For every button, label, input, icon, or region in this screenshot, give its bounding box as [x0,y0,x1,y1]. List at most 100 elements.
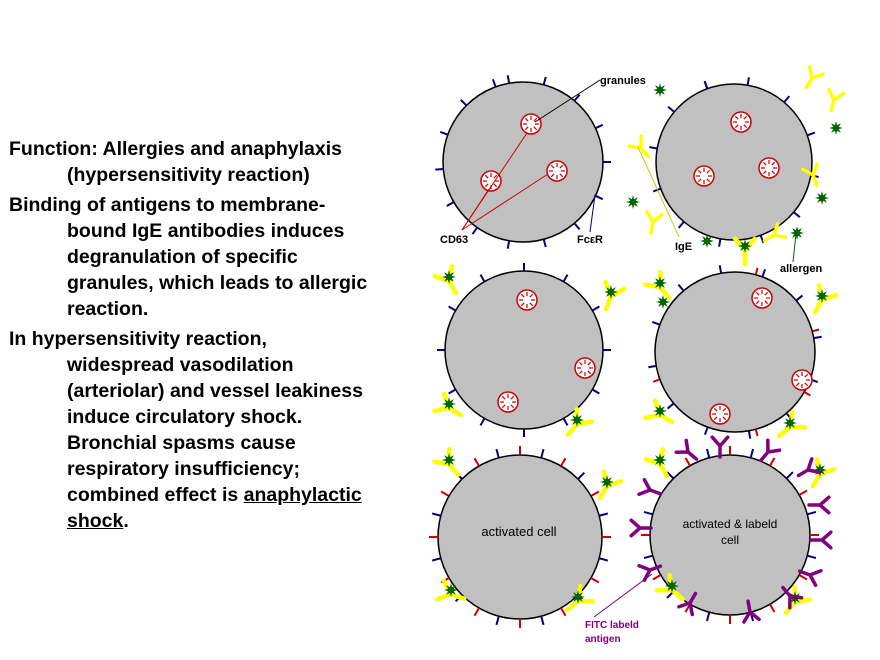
bound-complex-allergen [653,453,667,467]
activated-labeled-label-2: cell [721,533,739,547]
bound-complex-allergen [783,416,797,430]
cd63-pointer-2 [461,188,490,231]
fcer-receptor [649,146,658,150]
y-arms [742,599,761,624]
bound-complex-allergen [444,583,458,597]
fcer-receptor [746,77,750,86]
granule-spike [713,416,718,421]
cd63-marker [590,490,600,497]
hyper-line-3: induce circulatory shock. [67,406,303,428]
pointer-layer [461,79,797,618]
granule-spike [764,291,769,296]
bullet-hypersensitivity: In hypersensitivity reaction, widespread… [9,326,399,534]
hyper-title: In hypersensitivity reaction, [9,328,267,350]
fitc-antigen [809,530,833,550]
y-arms [804,64,825,90]
cd63-marker [560,607,567,617]
cd63-marker [440,490,450,497]
y-arms [809,530,833,550]
fitc-antigen [797,569,823,588]
fcer-receptor [807,510,817,516]
granule-spike [771,161,776,166]
y-arms [710,435,730,459]
fcer-receptor [677,221,685,229]
granule-spike [533,126,538,131]
cd63-marker [769,457,776,467]
bound-complex-ige [597,469,624,501]
granule-spike [764,300,769,305]
fcer-receptor [648,364,657,369]
fcer-receptor [761,268,767,278]
y-arms [759,438,782,463]
bullet-binding: Binding of antigens to membrane- bound I… [9,192,399,322]
bound-complex-allergen [813,463,827,477]
fcer-receptor [749,448,755,458]
bound-complex-ige [603,279,627,312]
fcer-receptor [562,274,569,283]
fcer-receptor [591,305,600,312]
bullet-function: Function: Allergies and anaphylaxis (hyp… [9,136,399,188]
granule-spike [755,300,760,305]
allergen-molecule [815,191,829,205]
granule-spike [713,407,718,412]
y-arms [812,283,839,315]
fcer-receptor [651,320,661,326]
granule-spike [697,169,702,174]
granule-spike [484,174,489,179]
binding-title: Binding of antigens to membrane- [9,194,326,216]
cd63-marker [798,489,808,496]
granule [497,391,519,413]
allergen-label: allergen [780,263,822,275]
binding-line-3: granules, which leads to allergic [67,272,368,294]
fcer-receptor [595,123,604,130]
fcer-receptor [666,471,675,480]
cd63-marker [473,607,480,617]
granule-spike [804,382,809,387]
fcer-receptor [448,305,457,312]
granule-spike [771,170,776,175]
fcer-receptor [431,557,442,562]
cd63-label: CD63 [440,234,468,246]
fcer-receptor [562,417,569,426]
cd63-marker [652,574,662,581]
fcer-receptor [759,234,765,244]
granule-spike [743,124,748,129]
cd63-marker [590,577,600,584]
fcer-receptor [705,612,711,622]
cd63-marker [684,457,691,467]
y-arms [827,87,846,113]
fcer-receptor [446,201,455,207]
hyper-line-1: widespread vasodilation [67,354,294,376]
granule-spike [510,404,515,409]
fcer-receptor [573,93,581,102]
fcer-receptor [506,75,511,84]
bound-complex-allergen [442,397,456,411]
mast-cell-diagram: granules CD63 FcεR IgE allergen activate… [429,64,846,645]
fitc-antigen [674,438,699,461]
shock-line: shock. [9,508,399,534]
y-arms [629,518,653,538]
granule-spike [755,291,760,296]
y-arms [800,162,819,188]
y-arms [432,446,461,477]
fcer-receptor [643,510,653,516]
fitc-label-2: antigen [585,634,621,645]
allergen-molecule [626,195,640,209]
activated-labeled-label-1: activated & labeld [683,517,778,531]
bound-complex-ige [432,446,461,477]
granule-spike [529,293,534,298]
granule-spike [804,373,809,378]
granule-spike [501,404,506,409]
molecule-layer [432,64,846,624]
granule-spike [493,174,498,179]
cd63-marker [473,457,480,467]
granule-spike [722,407,727,412]
granule [758,157,780,179]
bound-complex-allergen [442,270,456,284]
y-arms [674,438,699,461]
fcer-receptor [491,78,497,88]
granule-spike [587,370,592,375]
granule-spike [493,183,498,188]
bound-complex-allergen [442,453,456,467]
cd63-pointer-3 [461,173,549,231]
